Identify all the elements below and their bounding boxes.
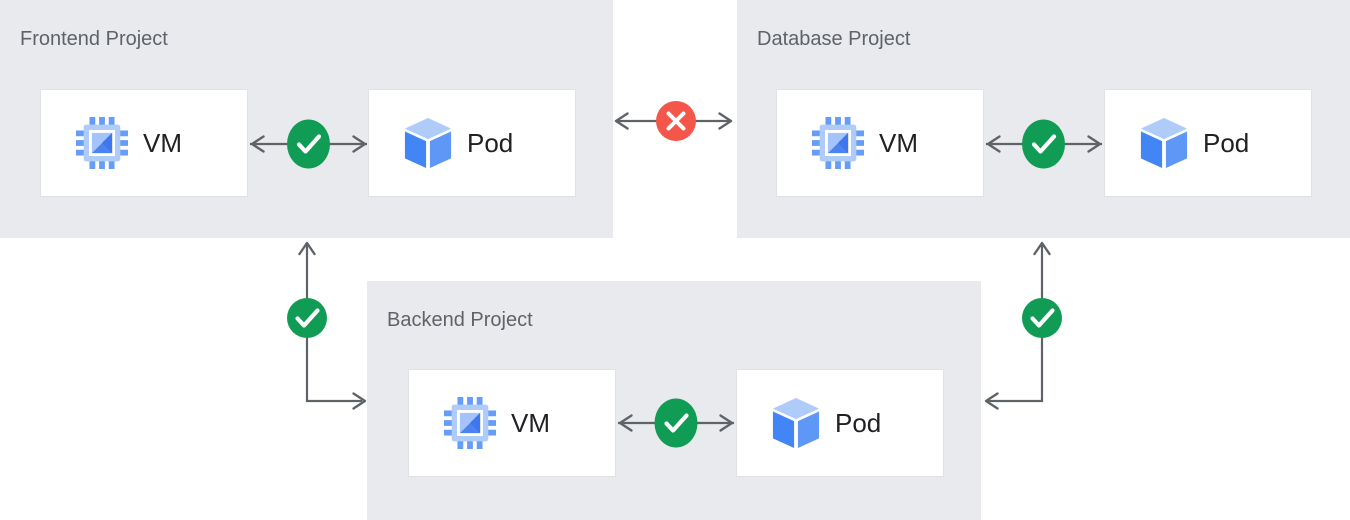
- frontend-database-arrow: [614, 112, 733, 130]
- check-circle-icon: [287, 298, 327, 338]
- x-circle-icon: [656, 101, 696, 141]
- check-circle-icon: [1022, 298, 1062, 338]
- database-pod-node: Pod: [1104, 89, 1312, 197]
- node-label: VM: [879, 128, 918, 158]
- kubernetes-pod-icon: [771, 396, 821, 450]
- node-label: VM: [143, 128, 182, 158]
- node-label: Pod: [835, 408, 882, 438]
- compute-engine-vm-icon: [75, 116, 129, 170]
- kubernetes-pod-icon: [1139, 116, 1189, 170]
- panel-backend-project: Backend Project VM Pod: [367, 281, 981, 520]
- compute-engine-vm-icon: [811, 116, 865, 170]
- kubernetes-pod-icon: [403, 116, 453, 170]
- database-vm-node: VM: [776, 89, 984, 197]
- frontend-pod-node: Pod: [368, 89, 576, 197]
- panel-title: Frontend Project: [20, 28, 168, 50]
- backend-pod-node: Pod: [736, 369, 944, 477]
- panel-frontend-project: Frontend Project VM Pod: [0, 0, 613, 238]
- backend-vm-node: VM: [408, 369, 616, 477]
- panel-title: Backend Project: [387, 309, 533, 331]
- frontend-backend-connector: [298, 241, 367, 410]
- node-label: VM: [511, 408, 550, 438]
- panel-title: Database Project: [757, 28, 911, 50]
- frontend-vm-node: VM: [40, 89, 248, 197]
- panel-database-project: Database Project VM Pod: [737, 0, 1350, 238]
- node-label: Pod: [467, 128, 514, 158]
- node-label: Pod: [1203, 128, 1250, 158]
- database-backend-connector: [984, 241, 1051, 410]
- compute-engine-vm-icon: [443, 396, 497, 450]
